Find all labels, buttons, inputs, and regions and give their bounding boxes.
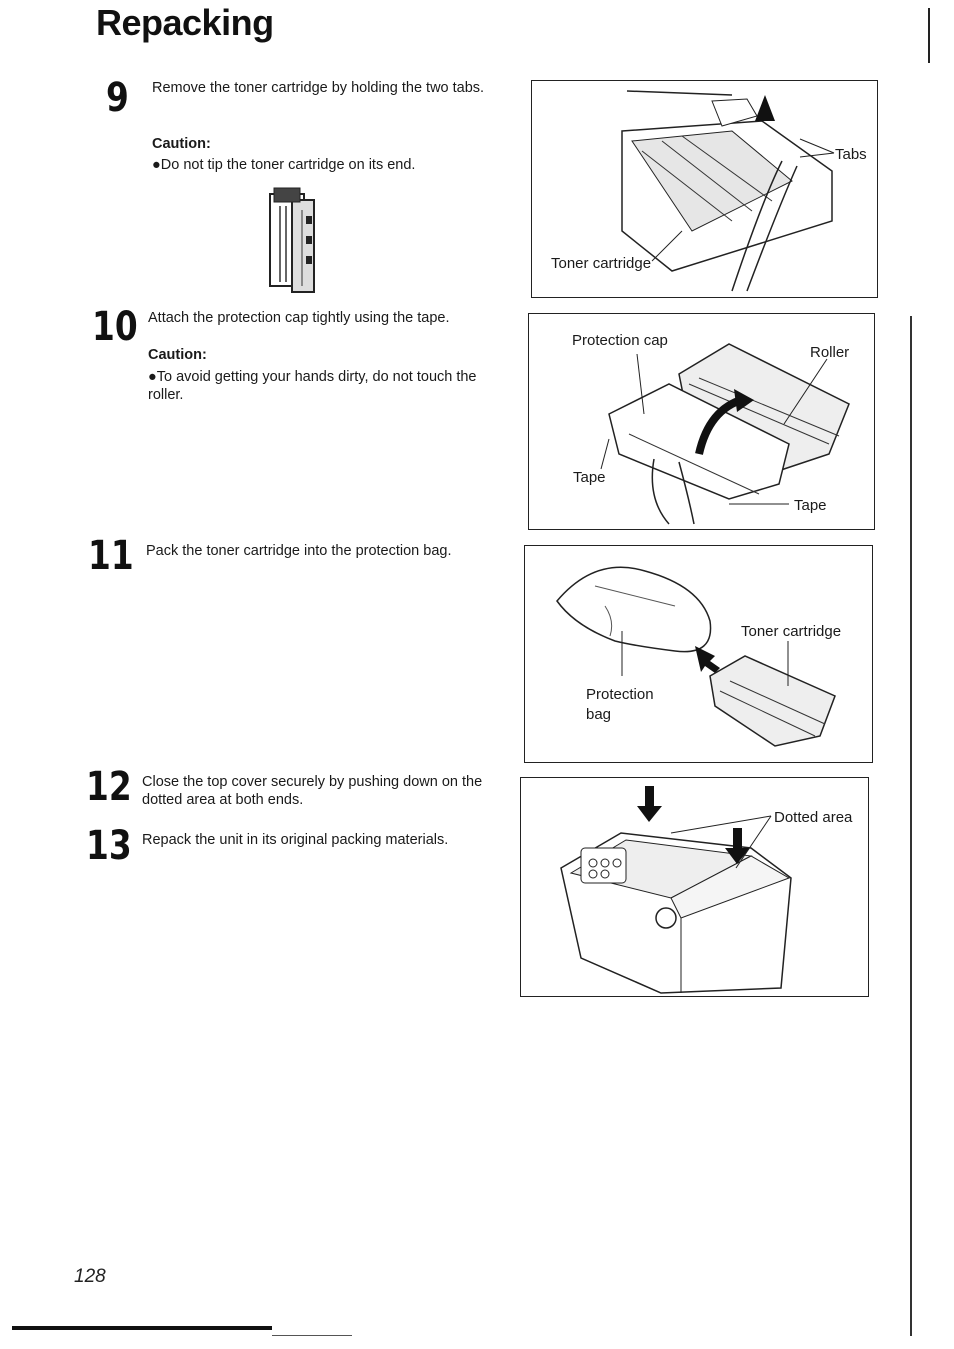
caution-label: Caution:	[148, 347, 207, 363]
step-number: 10	[92, 304, 138, 350]
step-number: 12	[86, 764, 132, 810]
caution-text: ●Do not tip the toner cartridge on its e…	[152, 157, 416, 173]
margin-rule	[928, 8, 930, 63]
figure-close-cover: Dotted area	[520, 777, 869, 997]
label-dotted-area: Dotted area	[774, 809, 853, 826]
page-number: 128	[74, 1266, 106, 1287]
caution-label: Caution:	[152, 136, 211, 152]
label-tabs: Tabs	[835, 146, 867, 163]
step-text: Attach the protection cap tightly using …	[148, 310, 450, 326]
footer-rule	[272, 1335, 352, 1336]
step-number: 11	[88, 533, 134, 579]
step-text: Repack the unit in its original packing …	[142, 832, 449, 848]
step-text: Pack the toner cartridge into the protec…	[146, 543, 452, 559]
caution-text: ●To avoid getting your hands dirty, do n…	[148, 369, 477, 403]
label-protection-bag: Protection	[586, 686, 654, 703]
upright-cartridge-illustration	[262, 186, 322, 298]
label-toner-cartridge: Toner cartridge	[741, 623, 842, 640]
figure-remove-cartridge: Tabs Toner cartridge	[531, 80, 878, 298]
label-roller: Roller	[810, 344, 850, 361]
figure-protection-cap: Protection cap Roller Tape Tape	[528, 313, 875, 530]
label-tape-right: Tape	[794, 497, 827, 514]
label-protection-cap: Protection cap	[572, 332, 668, 349]
label-toner-cartridge: Toner cartridge	[551, 255, 652, 272]
label-protection-bag: bag	[586, 706, 612, 723]
margin-rule	[910, 316, 912, 1336]
step-text: Close the top cover securely by pushing …	[142, 774, 483, 808]
page-title: Repacking	[96, 2, 274, 43]
figure-protection-bag: Toner cartridge Protection bag	[524, 545, 873, 763]
step-number: 13	[86, 823, 132, 869]
label-tape-left: Tape	[573, 469, 606, 486]
step-text: Remove the toner cartridge by holding th…	[152, 80, 485, 96]
step-number: 9	[106, 75, 129, 121]
footer-rule	[12, 1326, 272, 1330]
